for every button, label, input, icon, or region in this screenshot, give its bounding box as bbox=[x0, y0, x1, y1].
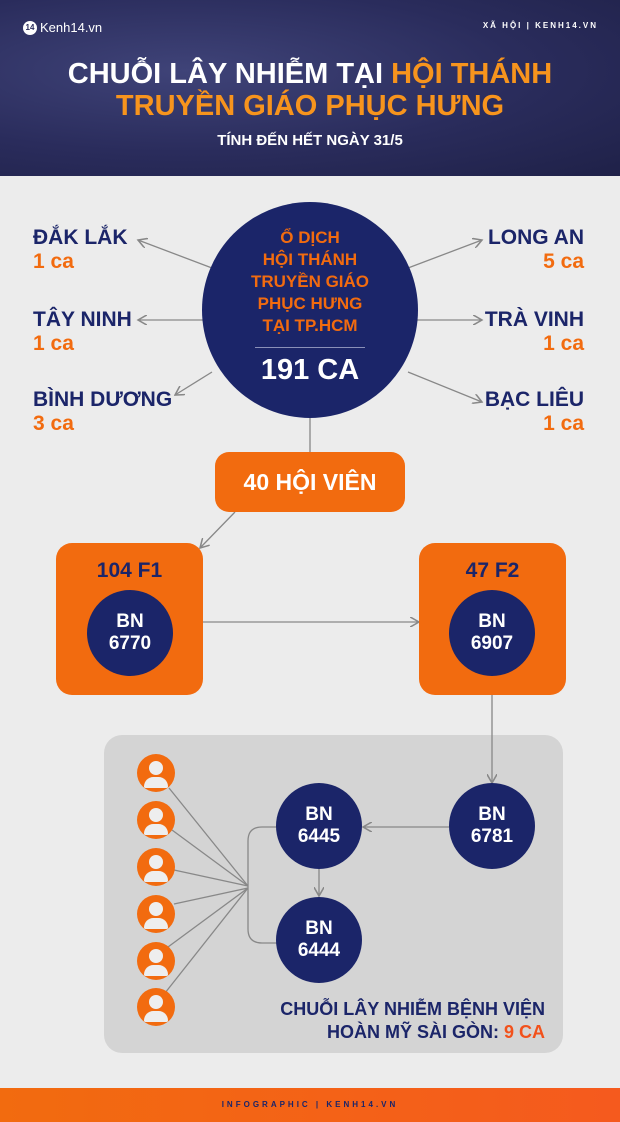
person-icon bbox=[137, 848, 175, 886]
members-box: 40 HỘI VIÊN bbox=[215, 452, 405, 512]
hospital-caption: CHUỖI LÂY NHIỄM BỆNH VIỆN HOÀN MỸ SÀI GÒ… bbox=[280, 999, 545, 1042]
person-icon bbox=[137, 895, 175, 933]
section-label: XÃ HỘI | KENH14.VN bbox=[482, 21, 598, 30]
person-icon bbox=[137, 942, 175, 980]
footer: INFOGRAPHIC | KENH14.VN bbox=[0, 1088, 620, 1122]
person-icon bbox=[137, 801, 175, 839]
person-icon bbox=[137, 754, 175, 792]
outbreak-center-circle: Ổ DỊCH HỘI THÁNH TRUYỀN GIÁO PHỤC HƯNG T… bbox=[202, 202, 418, 418]
person-icon bbox=[137, 988, 175, 1026]
title-line-2: TRUYỀN GIÁO PHỤC HƯNG bbox=[115, 90, 505, 122]
title-line-1: CHUỖI LÂY NHIỄM TẠI HỘI THÁNH bbox=[67, 58, 553, 90]
total-cases: 191 CA bbox=[260, 354, 360, 386]
subtitle: TÍNH ĐẾN HẾT NGÀY 31/5 bbox=[217, 132, 403, 149]
